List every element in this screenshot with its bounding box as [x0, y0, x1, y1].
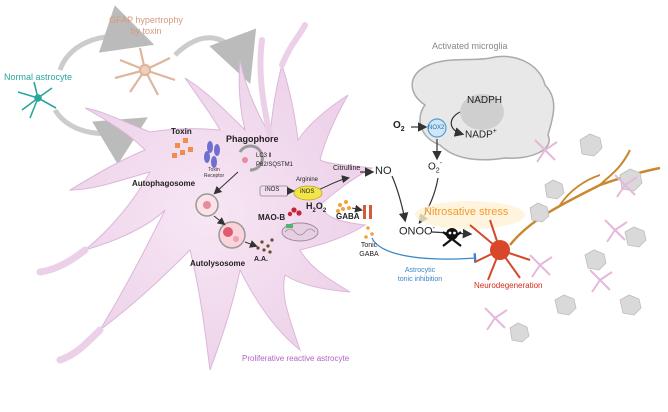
microglia-nucleus — [460, 94, 504, 130]
superoxide-subscript: 2 — [435, 167, 440, 175]
tonic-gaba-label-line2: GABA — [359, 251, 379, 258]
gfap-astrocyte-icon — [114, 47, 176, 96]
toxin-cube-icon — [172, 138, 193, 158]
transition-arrow-top — [173, 28, 257, 85]
superoxide-label: O2- — [428, 160, 442, 175]
inos-gene-label: iNOS — [265, 187, 280, 193]
h2o2-label: H2O2 — [306, 201, 327, 214]
nadp-text: NADP — [465, 129, 493, 141]
astrocyte-branch-top — [257, 22, 308, 138]
no-label: NO — [375, 165, 392, 177]
toxin-receptor-icon — [204, 141, 220, 168]
amino-acid-dots — [256, 238, 274, 254]
phagophore-icon — [238, 144, 264, 172]
proliferative-astrocyte-label: Proliferative reactive astrocyte — [242, 354, 350, 363]
arginine-to-citrulline-arrow — [317, 175, 350, 191]
onoo-text: ONOO — [399, 225, 433, 238]
nadph-label: NADPH — [467, 95, 503, 106]
arginine-label: Arginine — [296, 177, 319, 183]
reactive-astrocyte-body — [68, 59, 374, 371]
skull-crossbones-icon — [442, 228, 462, 247]
autolysosome-label: Autolysosome — [190, 259, 246, 268]
gaba-label: GABA — [336, 212, 360, 221]
onoo-superscript: - — [432, 225, 435, 232]
neurodegeneration-label: Neurodegeneration — [474, 281, 543, 290]
nitrosative-stress-label: Nitrosative stress — [424, 206, 509, 218]
phagophore-to-autophagosome-arrow — [213, 171, 239, 195]
h2o2-molecules — [287, 207, 302, 217]
o2-text: O — [393, 120, 401, 131]
nadp-superscript: + — [492, 128, 497, 135]
o2-subscript: 2 — [400, 126, 405, 133]
onoo-label: ONOO- — [399, 225, 435, 238]
transition-arrow-upper — [57, 5, 155, 71]
citrulline-label: Citrulline — [333, 165, 361, 172]
maob-label: MAO-B — [258, 213, 286, 222]
astrocyte-branch-left — [36, 246, 104, 364]
activated-microglia-label: Activated microglia — [432, 41, 508, 51]
maob-enzyme — [286, 224, 293, 228]
astrocytic-tonic-inhibition-line1: Astrocytic — [404, 267, 436, 274]
inos-protein-label: iNOS — [300, 189, 315, 195]
tonic-gaba-molecules — [364, 226, 374, 239]
h2o2-h: H — [306, 201, 313, 211]
toxin-label: Toxin — [171, 127, 192, 136]
phagophore-label: Phagophore — [226, 134, 279, 144]
tonic-gaba-label-line1: Tonic — [360, 242, 378, 249]
nadph-to-nadp-arrow — [450, 111, 465, 137]
gaba-release-arrow — [351, 204, 363, 213]
gaba-molecules — [336, 200, 351, 213]
p62-label: P62/SQSTM1 — [256, 162, 294, 168]
nox2-channel — [427, 118, 447, 138]
autolysosome-to-aa-arrow — [244, 240, 258, 248]
lc3-label: LC3 Ⅱ — [256, 153, 272, 159]
nadp-label: NADP+ — [465, 128, 497, 140]
normal-astrocyte-icon — [17, 81, 57, 119]
astrocytic-tonic-inhibition-line2: tonic inhibition — [397, 276, 443, 283]
o2-label: O2 — [393, 120, 405, 134]
h2o2-o: O — [315, 201, 323, 211]
nox2-label: NOX2 — [428, 125, 445, 131]
normal-astrocyte-label: Normal astrocyte — [4, 72, 73, 82]
autophagosome-label: Autophagosome — [132, 179, 196, 188]
superoxide-superscript: - — [439, 160, 443, 167]
nitrosative-glow — [415, 201, 525, 229]
reactive-astrocyte-small-icons — [484, 139, 638, 331]
autophagosome-to-autolysosome-arrow — [213, 215, 226, 226]
tonic-inhibition-line — [371, 237, 477, 263]
no-to-onoo-arrow — [391, 175, 409, 223]
toxin-receptor-label-line2: Receptor — [203, 173, 225, 179]
aa-label: A.A. — [254, 256, 268, 263]
toxin-receptor-label-line1: Toxin — [208, 167, 220, 173]
gfap-label-line1: GFAP hypertrophy — [109, 15, 183, 25]
gfap-label-line2: by toxin — [130, 26, 162, 36]
h2o2-sub1: 2 — [312, 207, 316, 214]
superoxide-text: O — [428, 161, 436, 173]
microglia-cell-icon — [509, 133, 647, 343]
h2o2-sub2: 2 — [322, 207, 327, 214]
gaba-channel-icon — [363, 205, 372, 219]
